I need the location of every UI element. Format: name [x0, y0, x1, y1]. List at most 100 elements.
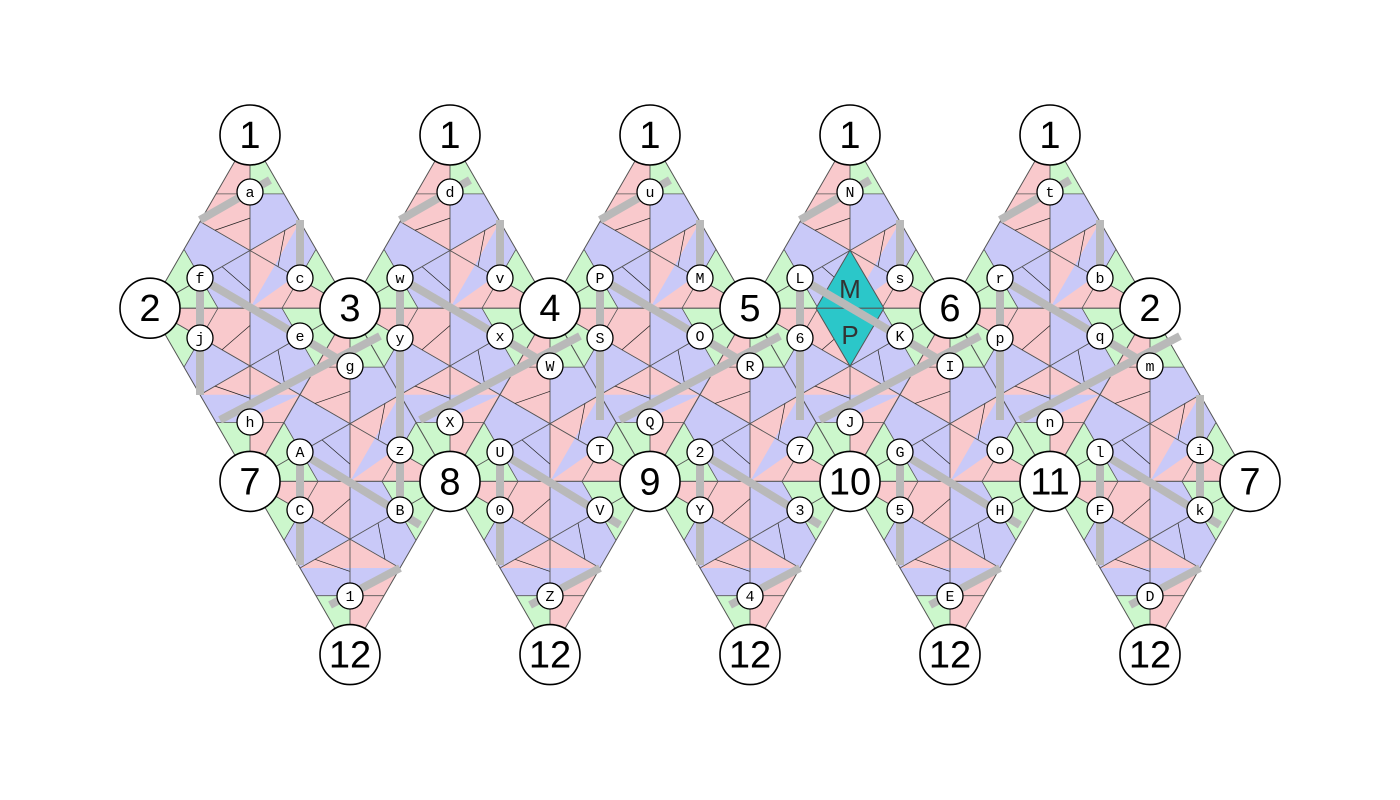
- hatch-line: [914, 391, 951, 404]
- small-node-circle: [986, 264, 1014, 292]
- vertex-label: 2: [1139, 288, 1160, 330]
- small-node-circle: [236, 408, 264, 436]
- small-node-label: j: [195, 331, 204, 348]
- vertex-11: 11: [1019, 450, 1081, 513]
- hatch-line: [277, 349, 286, 387]
- small-node-circle: [586, 264, 614, 292]
- hatch-line: [814, 385, 851, 399]
- small-node-label: t: [1045, 185, 1054, 202]
- hatch-line: [1121, 498, 1151, 524]
- small-node-label: i: [1195, 443, 1204, 460]
- hatch-line: [1014, 217, 1051, 231]
- small-node-circle: [386, 436, 414, 464]
- gray-link: [197, 274, 353, 370]
- small-node-1: 1: [336, 582, 364, 610]
- small-node-circle: [886, 264, 914, 292]
- hatch-line: [1014, 385, 1051, 399]
- vertex-circle: [719, 623, 781, 686]
- vertex-label: 9: [639, 461, 660, 503]
- small-node-label: V: [595, 503, 604, 520]
- small-node-circle: [386, 496, 414, 524]
- gray-link: [1018, 332, 1182, 424]
- pink-region: [250, 221, 300, 309]
- small-node-label: z: [395, 443, 404, 460]
- vertex-circle: [619, 450, 681, 513]
- hatch-line: [777, 403, 786, 440]
- small-node-label: O: [695, 329, 704, 346]
- small-node-L: L: [786, 264, 814, 292]
- small-node-label: J: [845, 415, 854, 432]
- small-node-R: R: [736, 352, 764, 380]
- small-node-circle: [586, 436, 614, 464]
- small-node-m: m: [1136, 352, 1164, 380]
- small-node-circle: [1086, 264, 1114, 292]
- small-node-label: C: [295, 503, 304, 520]
- hatch-line: [577, 403, 586, 440]
- small-node-circle: [1086, 496, 1114, 524]
- small-node-circle: [486, 264, 514, 292]
- small-node-circle: [686, 322, 714, 350]
- hatch-line: [314, 559, 351, 572]
- vertex-1: 1: [219, 104, 281, 166]
- small-node-circle: [286, 438, 314, 466]
- small-node-E: E: [936, 582, 964, 610]
- vertex-circle: [1019, 104, 1081, 166]
- small-node-circle: [1086, 322, 1114, 350]
- hatch-line: [621, 266, 651, 292]
- small-node-circle: [786, 264, 814, 292]
- hatch-line: [721, 439, 751, 465]
- highlight-label-upper: M: [839, 274, 861, 304]
- hatch-line: [921, 439, 951, 465]
- hatch-line: [477, 349, 486, 387]
- small-node-y: y: [386, 324, 414, 352]
- small-node-circle: [286, 496, 314, 524]
- small-node-label: x: [495, 329, 504, 346]
- small-node-K: K: [886, 322, 914, 350]
- small-node-w: w: [386, 264, 414, 292]
- small-node-D: D: [1136, 582, 1164, 610]
- small-node-circle: [286, 264, 314, 292]
- small-node-A: A: [286, 438, 314, 466]
- hatch-line: [677, 349, 686, 387]
- hatch-line: [1114, 559, 1151, 572]
- small-node-circle: [386, 264, 414, 292]
- small-node-label: m: [1145, 359, 1154, 376]
- small-node-circle: [586, 496, 614, 524]
- vertex-circle: [319, 277, 381, 340]
- small-node-n: n: [1036, 408, 1064, 436]
- small-node-label: w: [395, 271, 404, 288]
- small-node-label: l: [1095, 445, 1104, 462]
- small-node-label: A: [295, 445, 304, 462]
- small-node-circle: [786, 324, 814, 352]
- small-node-B: B: [386, 496, 414, 524]
- small-node-label: h: [245, 415, 254, 432]
- small-node-label: 6: [795, 331, 804, 348]
- small-node-J: J: [836, 408, 864, 436]
- small-node-circle: [936, 582, 964, 610]
- vertex-circle: [919, 277, 981, 340]
- small-node-label: 0: [495, 503, 504, 520]
- small-node-label: R: [745, 359, 754, 376]
- hatch-line: [1177, 522, 1186, 560]
- pink-region: [800, 135, 850, 251]
- small-node-circle: [886, 438, 914, 466]
- small-node-circle: [1136, 352, 1164, 380]
- hatch-line: [721, 498, 751, 524]
- small-node-Y: Y: [686, 496, 714, 524]
- small-node-circle: [886, 322, 914, 350]
- hatch-line: [1021, 266, 1051, 292]
- small-node-X: X: [436, 408, 464, 436]
- small-node-circle: [786, 496, 814, 524]
- vertex-1: 1: [819, 104, 881, 166]
- small-node-circle: [986, 324, 1014, 352]
- small-node-H: H: [986, 496, 1014, 524]
- small-node-u: u: [636, 178, 664, 206]
- hatch-line: [221, 325, 251, 351]
- small-node-label: q: [1095, 329, 1104, 346]
- pink-region: [450, 221, 500, 309]
- hatch-line: [921, 498, 951, 524]
- vertex-label: 12: [729, 635, 771, 677]
- small-node-label: b: [1095, 271, 1104, 288]
